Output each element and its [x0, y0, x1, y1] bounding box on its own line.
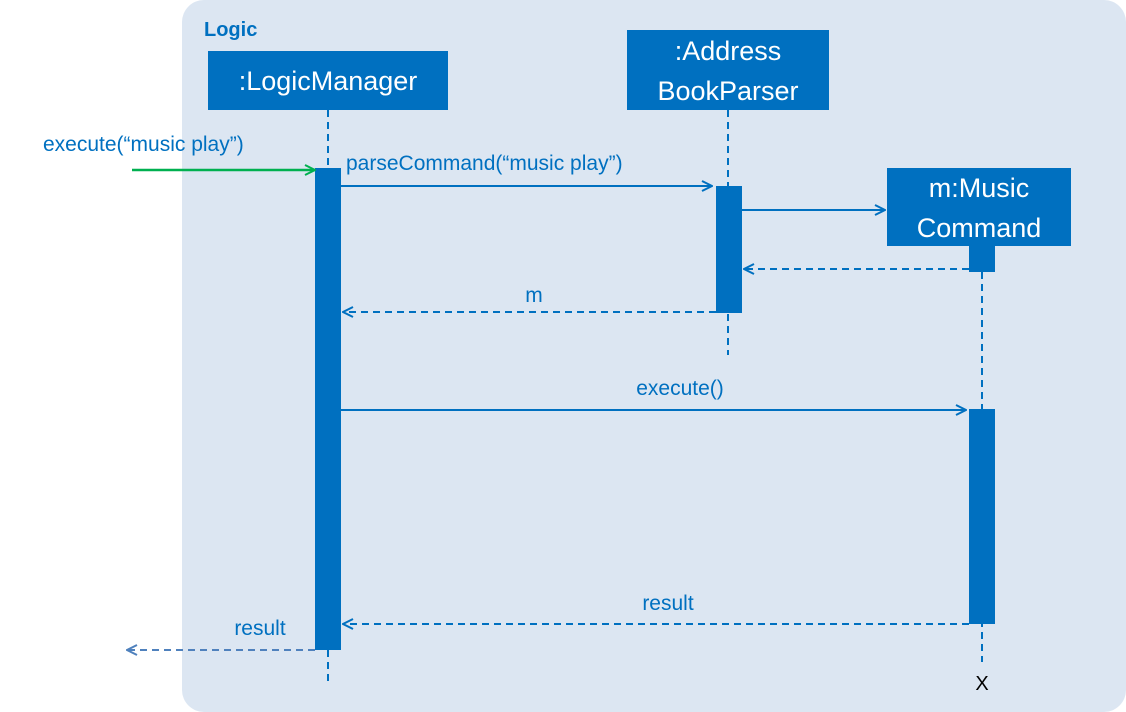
frame-label: Logic	[204, 19, 257, 41]
logic-manager-participant: :LogicManager	[208, 51, 448, 110]
music-command-execute-activation	[969, 409, 995, 624]
logic-manager-label: :LogicManager	[239, 66, 418, 96]
parser-activation	[716, 186, 742, 313]
parser-participant: :Address BookParser	[627, 30, 829, 110]
parse-command-label: parseCommand(“music play”)	[346, 152, 623, 175]
final-return-label: result	[234, 617, 286, 640]
music-command-label-line2: Command	[917, 213, 1042, 243]
logic-manager-activation	[315, 168, 341, 650]
command-return-label: result	[642, 592, 694, 615]
incoming-call-label: execute(“music play”)	[43, 133, 244, 156]
parser-return-label: m	[525, 284, 543, 307]
music-command-participant: m:Music Command	[887, 168, 1071, 246]
music-command-creation-activation	[969, 246, 995, 272]
parser-label-line2: BookParser	[657, 76, 798, 106]
music-command-label-line1: m:Music	[929, 173, 1030, 203]
parser-label-line1: :Address	[675, 36, 782, 66]
destroy-marker: X	[975, 673, 988, 695]
execute-call-label: execute()	[636, 377, 724, 400]
